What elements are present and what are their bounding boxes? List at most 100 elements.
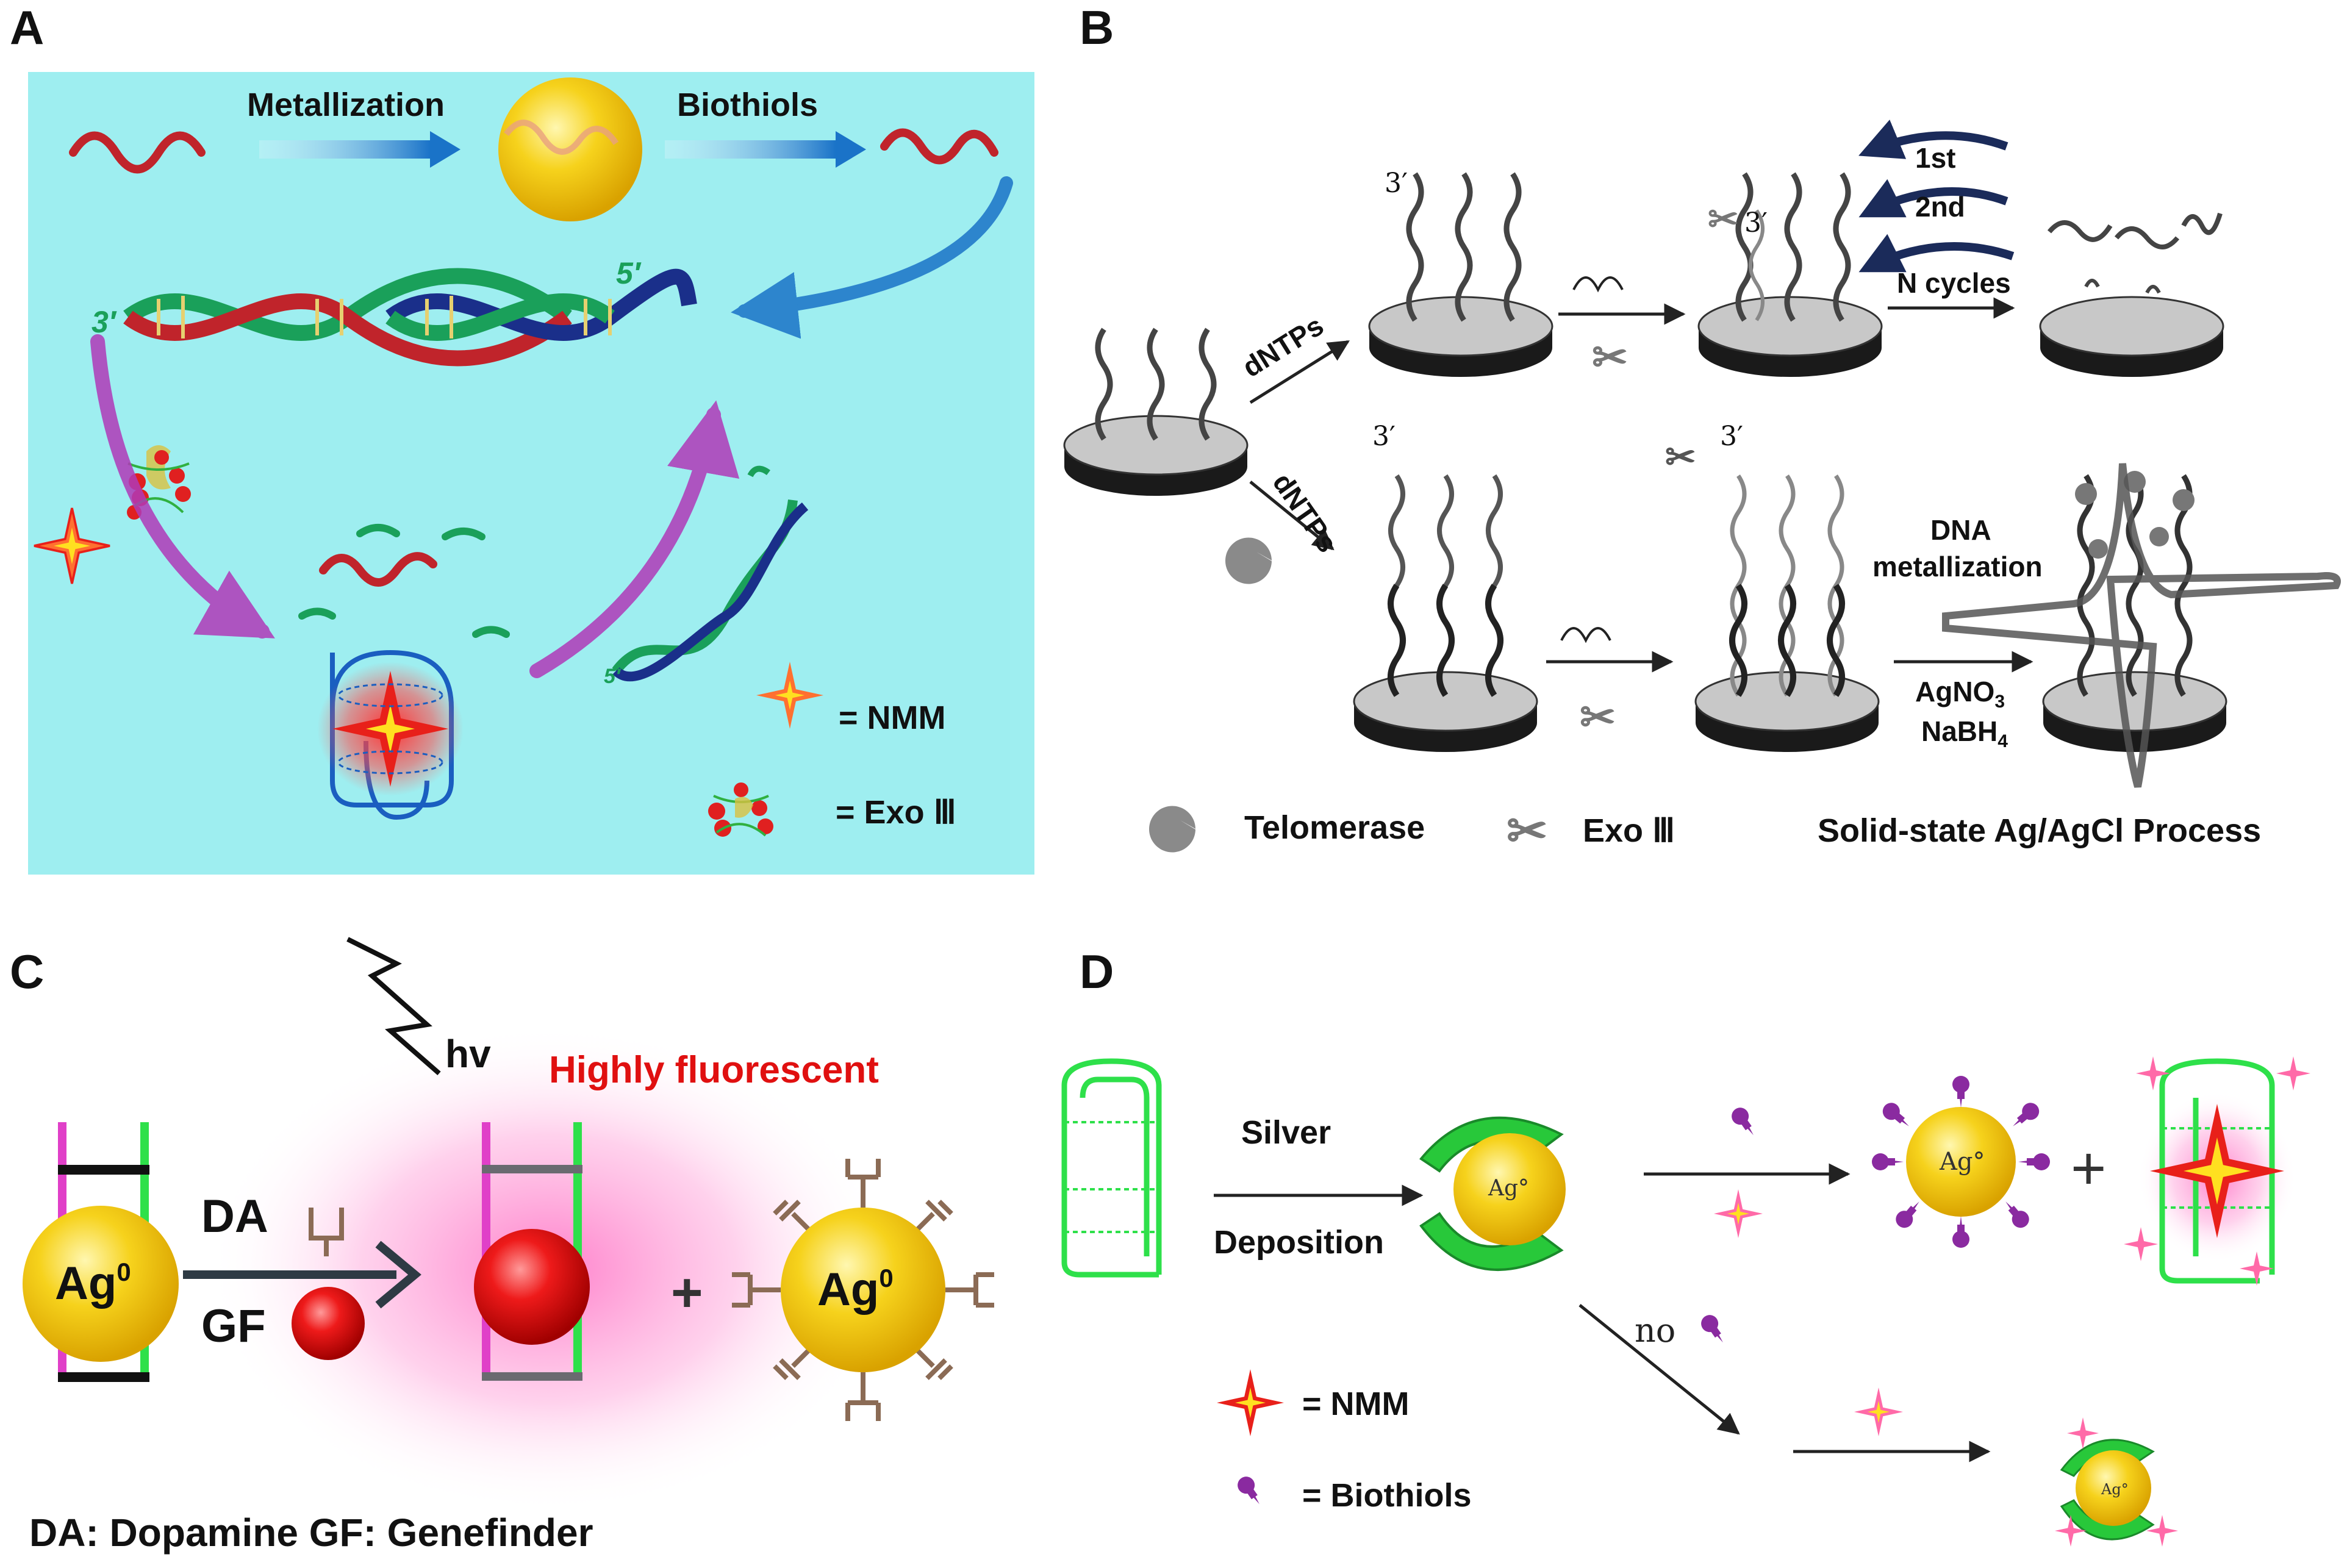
ag0-in-quadruplex: Ag° (1419, 1116, 1566, 1271)
biothiol-pin-top (1728, 1104, 1761, 1140)
ladder-left-rung-bottom (58, 1372, 149, 1382)
three-prime-bottom: 3′ (1372, 421, 1396, 452)
deposition-label: Deposition (1214, 1224, 1384, 1261)
cycle-arrow-n (1858, 234, 2015, 273)
no-label: no (1635, 1311, 1675, 1350)
legend-nmm-label: = NMM (839, 700, 946, 736)
ag-agcl-current-trace (1942, 463, 2341, 788)
g-quadruplex-nmm-d (2124, 1056, 2310, 1286)
start-electrode (1063, 328, 1249, 496)
legend-biothiols-pin (1234, 1473, 1267, 1509)
legend-biothiols-label: = Biothiols (1302, 1477, 1472, 1514)
legend-process-label: Solid-state Ag/AgCl Process (1818, 812, 2261, 849)
legend-nmm-label-d: = NMM (1302, 1386, 1410, 1422)
svg-text:Ag0: Ag0 (817, 1264, 894, 1316)
panel-d-letter: D (1080, 945, 1114, 998)
arrow-bottom-branch (1249, 481, 1335, 551)
legend-telomerase-icon (1149, 806, 1195, 853)
agno3-label: AgNO3 (1915, 676, 2005, 712)
return-arrow (731, 176, 1013, 339)
three-prime-top: 3′ (1385, 168, 1408, 199)
biothiols-arrow-head (836, 131, 866, 168)
panel-d: D Silver Deposition Ag° Ag° (1061, 945, 2310, 1547)
svg-text:Ag°: Ag° (1488, 1176, 1529, 1201)
top-electrode-2 (1697, 172, 1883, 377)
ag0-biothiol-particle: Ag° (1872, 1076, 2050, 1248)
biothiol-pin-no (1697, 1311, 1730, 1348)
ag0-dopamine-particle: Ag0 (732, 1159, 994, 1421)
ladder-right-rung-bottom (482, 1372, 582, 1381)
top-electrode-1 (1368, 172, 1553, 377)
silver-label: Silver (1241, 1114, 1331, 1151)
partial-duplex (612, 465, 809, 682)
red-dna-strand (69, 131, 206, 174)
legend-exo-scissors: ✂ (1507, 804, 1547, 858)
panel-a-letter: A (10, 1, 44, 54)
legend-telomerase-label: Telomerase (1244, 809, 1425, 846)
top-electrode-3 (2039, 212, 2224, 377)
scissors-top: ✂ (1592, 334, 1628, 381)
purple-arrow-up (529, 400, 740, 678)
genefinder-ball (292, 1287, 365, 1360)
cycle-2-label: 2nd (1915, 191, 1965, 223)
three-prime-bottom-2: 3′ (1720, 421, 1743, 452)
bottom-electrode-2 (1694, 474, 1880, 752)
five-prime-label: 5′ (616, 256, 642, 290)
gf-label: GF (201, 1300, 266, 1352)
metallization-label: Metallization (247, 87, 445, 123)
scissors-bottom: ✂ (1580, 693, 1616, 741)
bottom-electrode-3 (2042, 471, 2227, 752)
panel-b-letter: B (1080, 1, 1114, 54)
cycle-1-label: 1st (1915, 142, 1955, 174)
g-quadruplex-nmm (317, 650, 464, 820)
lightning-icon (346, 937, 441, 1076)
svg-text:Ag°: Ag° (2101, 1481, 2129, 1498)
n-cycles-label: N cycles (1897, 267, 2011, 299)
template-wave-bottom (1560, 627, 1611, 643)
svg-text:Ag°: Ag° (1939, 1148, 1985, 1176)
legend-exo-label: = Exo Ⅲ (836, 794, 956, 831)
ladder-right-rung-top (482, 1165, 582, 1173)
bottom-electrode-1 (1353, 474, 1538, 752)
arrow-c-head (375, 1240, 421, 1309)
arrow-top-branch (1249, 340, 1350, 404)
legend-exo-icon (708, 782, 773, 837)
g-quadruplex-green (1061, 1058, 1162, 1278)
cycle-arrow-1 (1858, 120, 2008, 159)
ladder-left-rung-top (58, 1165, 149, 1175)
hv-label: hv (445, 1032, 491, 1076)
red-fragment (319, 552, 437, 587)
no-biothiols-arrow (1578, 1304, 1740, 1435)
biothiols-label: Biothiols (677, 87, 818, 123)
legend-exo-label-b: Exo Ⅲ (1583, 812, 1675, 849)
da-label: DA (201, 1190, 268, 1242)
green-fragments (298, 524, 510, 638)
legend-nmm-star-d-core (1235, 1387, 1266, 1418)
scissors-top-2: ✂ (1708, 199, 1738, 240)
nmm-star-bottom-core (1868, 1401, 1890, 1423)
panel-c-caption: DA: Dopamine GF: Genefinder (29, 1511, 593, 1555)
dna-metallization-label-1: DNA (1930, 514, 1991, 546)
embedded-dna (504, 120, 619, 155)
metallization-arrow-body (259, 140, 430, 159)
ag0-label-left: Ag0 (55, 1258, 131, 1309)
plus-d: + (2071, 1134, 2106, 1203)
dntps-top-label: dNTPs (1237, 309, 1329, 383)
three-prime-label: 3′ (91, 305, 117, 339)
panel-c-letter: C (10, 945, 44, 998)
telomerase-icon (1225, 537, 1272, 584)
plus-c: + (671, 1262, 703, 1323)
panel-a: A Metallization Biothiols (10, 1, 1034, 875)
dopamine-icon (309, 1208, 344, 1256)
biothiols-arrow-body (665, 140, 836, 159)
five-prime-small: 5′ (604, 665, 622, 688)
dna-duplex (123, 268, 697, 367)
metallization-arrow-head (430, 131, 460, 168)
nmm-star-d-mid-core (1727, 1203, 1749, 1225)
three-prime-top-2: 3′ (1744, 207, 1768, 238)
template-wave-top (1572, 276, 1624, 293)
dna-metallization-label-2: metallization (1872, 551, 2043, 582)
cycle-arrow-2 (1858, 179, 2008, 218)
highly-fluorescent-label: Highly fluorescent (549, 1049, 879, 1091)
